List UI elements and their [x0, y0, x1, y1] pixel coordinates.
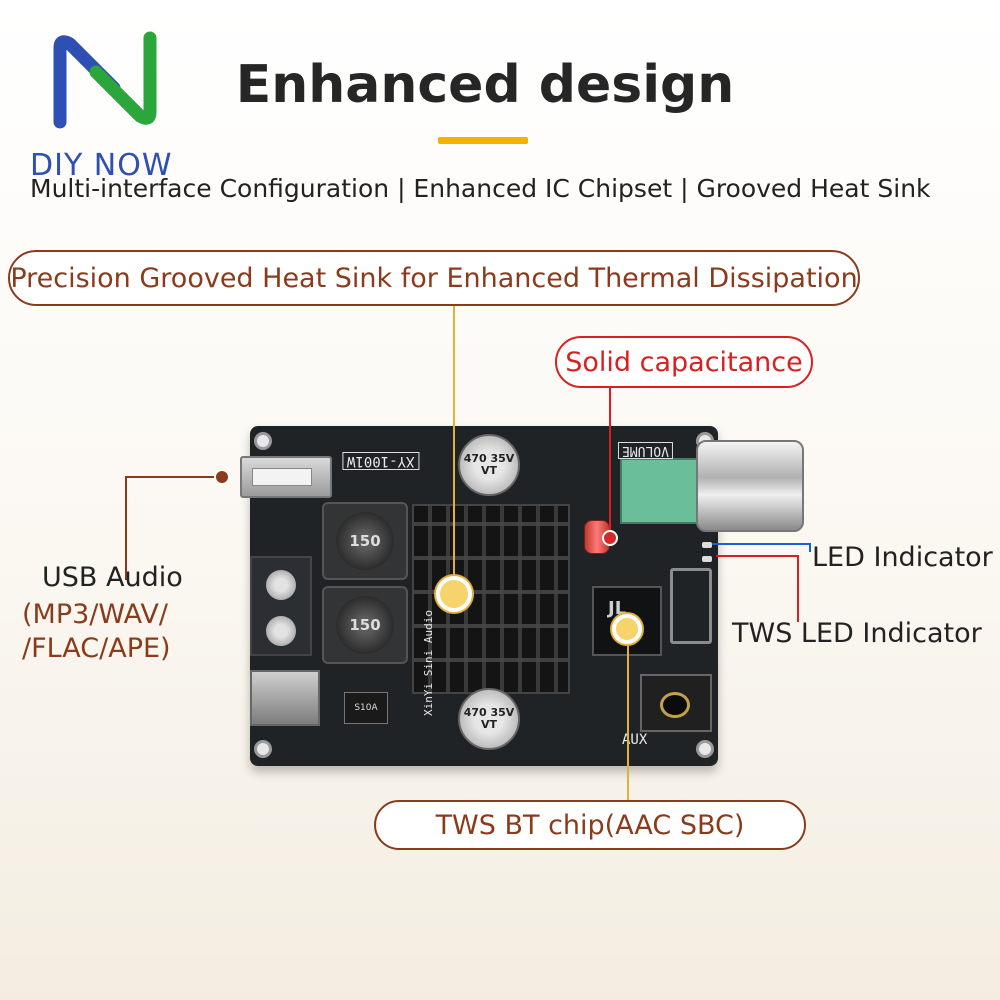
feature-subtitle: Multi-interface Configuration | Enhanced… — [30, 174, 931, 203]
diy-now-logo-icon — [53, 31, 157, 129]
usb-marker — [214, 469, 230, 485]
led-leader — [712, 543, 811, 552]
capacitance-callout: Solid capacitance — [555, 336, 813, 388]
brand-name: DIY NOW — [30, 148, 173, 183]
heatsink-callout: Precision Grooved Heat Sink for Enhanced… — [8, 250, 860, 306]
electrolytic-capacitor: 470 35V VT — [458, 688, 520, 750]
inductor-value: 150 — [336, 596, 394, 654]
inductor: 150 — [322, 586, 408, 664]
mount-hole — [254, 432, 272, 450]
page-title: Enhanced design — [235, 55, 735, 115]
capacitance-marker — [602, 530, 618, 546]
bt-antenna — [670, 568, 712, 644]
dc-jack — [250, 670, 320, 726]
tws-led-indicator-label: TWS LED Indicator — [732, 618, 982, 649]
volume-potentiometer — [620, 458, 702, 524]
volume-knob — [696, 440, 804, 532]
chip-logo: JL — [608, 598, 627, 619]
title-underline — [438, 137, 528, 144]
bt-chip-marker — [612, 614, 642, 644]
led — [702, 542, 712, 548]
usb-formats-line: /FLAC/APE) — [22, 633, 171, 664]
led — [702, 556, 712, 562]
usb-formats-line: (MP3/WAV/ — [22, 599, 168, 630]
electrolytic-capacitor: 470 35V VT — [458, 434, 520, 496]
tws-led-leader — [716, 555, 799, 622]
mount-hole — [696, 740, 714, 758]
usb-audio-label: USB Audio — [42, 562, 183, 593]
bt-chip-callout: TWS BT chip(AAC SBC) — [374, 800, 806, 850]
led-indicator-label: LED Indicator — [812, 542, 993, 573]
usb-formats-label: (MP3/WAV/ /FLAC/APE) — [22, 598, 171, 666]
inductor: 150 — [322, 502, 408, 580]
usb-port — [240, 456, 332, 498]
inductor-value: 150 — [336, 512, 394, 570]
amplifier-board-image: XY-1001W 150 150 470 35V VT 470 35V VT V… — [240, 426, 804, 766]
power-terminal — [250, 556, 312, 656]
usb-leader — [125, 476, 222, 580]
mount-hole — [254, 740, 272, 758]
aux-jack — [640, 674, 712, 732]
heatsink-marker — [436, 576, 472, 612]
diode: S10A — [344, 692, 388, 724]
